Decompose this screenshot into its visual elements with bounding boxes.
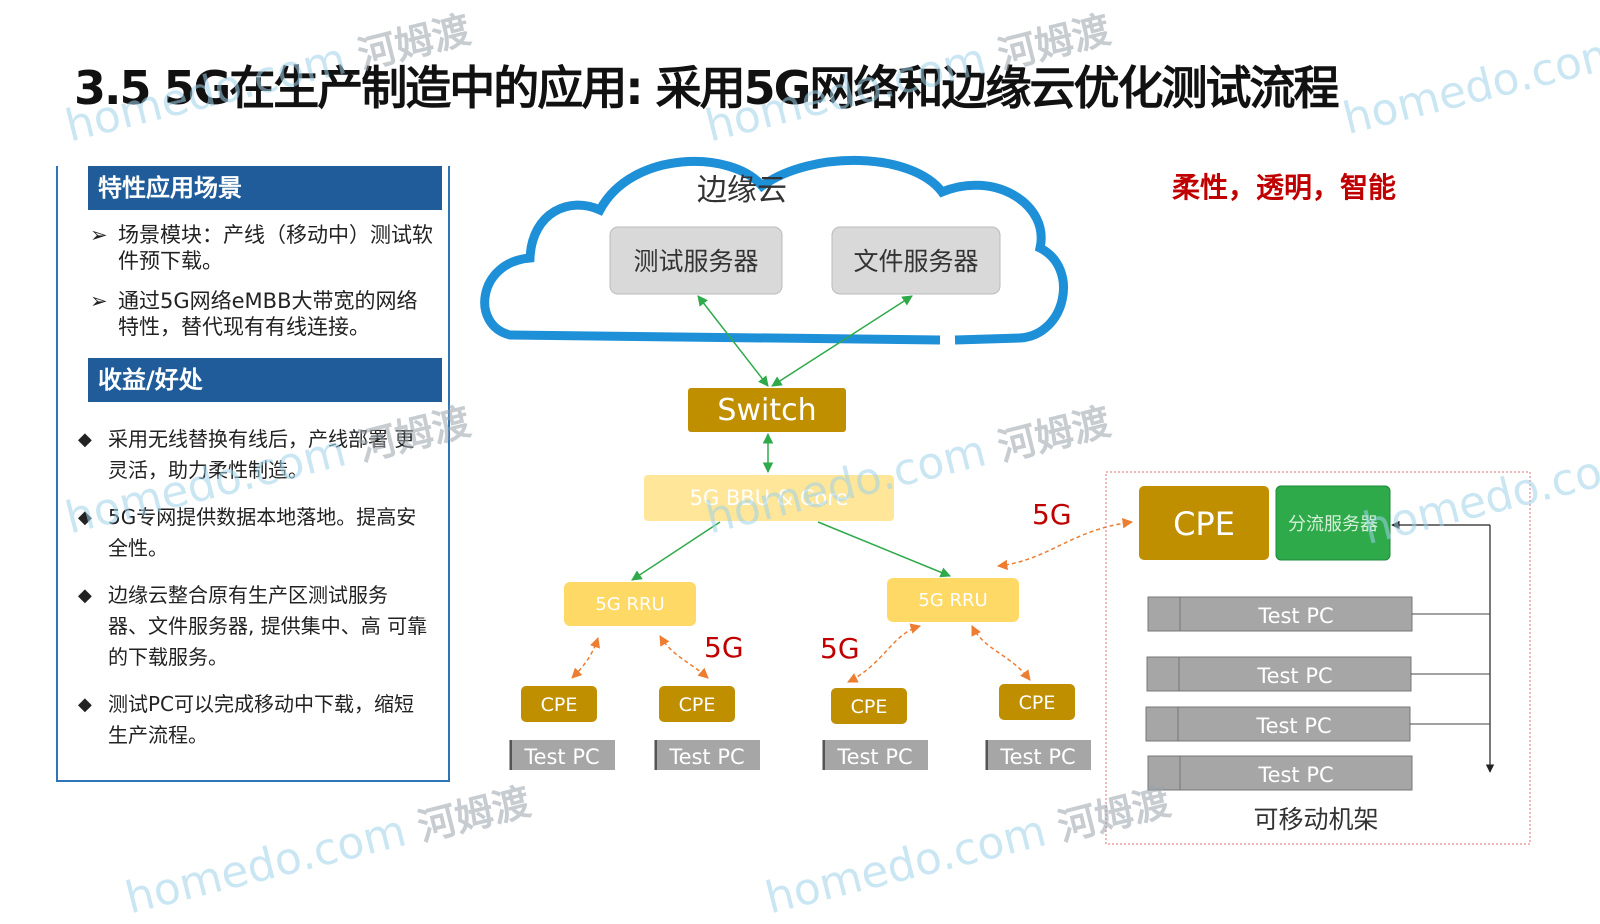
wireless-link-cpe4 <box>971 625 1031 681</box>
rack-test-pc-label-3: Test PC <box>1255 714 1331 738</box>
list-item: ➢ 通过5G网络eMBB大带宽的网络特性，替代现有有线连接。 <box>90 289 418 339</box>
rack-cpe-box <box>1139 486 1269 560</box>
link-testserver-switch <box>697 295 769 387</box>
rack-cpe-label: CPE <box>1173 505 1235 543</box>
movable-rack-frame <box>1105 471 1531 845</box>
test-server-box <box>609 226 783 295</box>
diamond-bullet-icon: ◆ <box>78 585 92 606</box>
cloud-label: 边缘云 <box>697 173 787 208</box>
test-pc-box-3 <box>822 740 928 770</box>
test-server-label: 测试服务器 <box>633 247 758 276</box>
link-bbu-rru-left <box>631 521 721 581</box>
cpe-label-4: CPE <box>1019 692 1056 714</box>
slogan: 柔性，透明，智能 <box>1172 171 1397 204</box>
scenario-list: ➢ 场景模块：产线（移动中）测试软件预下载。 ➢ 通过5G网络eMBB大带宽的网… <box>88 222 438 354</box>
network-diagram: 边缘云 测试服务器 文件服务器 Switch 5G BBU & Core 5G … <box>480 155 1531 845</box>
wireless-link-cpe2 <box>659 635 709 679</box>
rru-left-label: 5G RRU <box>595 594 664 615</box>
switch-label: Switch <box>717 393 816 428</box>
rru-right-label: 5G RRU <box>918 590 987 611</box>
switch-box <box>688 388 846 432</box>
file-server-label: 文件服务器 <box>853 247 978 276</box>
label-5g-left: 5G <box>704 631 744 664</box>
rack-test-pc-1 <box>1147 596 1413 632</box>
list-item: ◆ 5G专网提供数据本地落地。提高安全性。 <box>78 502 428 564</box>
edge-cloud-outline <box>480 155 1068 343</box>
rack-test-pc-3 <box>1145 706 1411 742</box>
test-pc-box-4 <box>985 740 1091 770</box>
rack-test-pc-4 <box>1147 755 1413 791</box>
page-title: 3.5 5G在生产制造中的应用: 采用5G网络和边缘云优化测试流程 <box>74 61 1339 115</box>
wireless-link-cpe1 <box>571 637 600 679</box>
arrow-bullet-icon: ➢ <box>90 289 108 313</box>
list-item: ◆ 采用无线替换有线后，产线部署 更灵活，助力柔性制造。 <box>78 424 428 486</box>
cpe-label-1: CPE <box>541 694 578 716</box>
bbu-box <box>644 475 894 521</box>
rru-right-box <box>887 578 1019 622</box>
diamond-bullet-icon: ◆ <box>78 429 92 450</box>
benefits-list: ◆ 采用无线替换有线后，产线部署 更灵活，助力柔性制造。 ◆ 5G专网提供数据本… <box>78 424 428 767</box>
splitter-server-label: 分流服务器 <box>1288 514 1378 535</box>
label-5g-rack: 5G <box>1032 498 1072 531</box>
file-server-box <box>831 226 1001 295</box>
rru-left-box <box>564 582 696 626</box>
section-title-benefits: 收益/好处 <box>88 358 442 402</box>
cpe-box-3 <box>831 688 907 724</box>
list-item: ◆ 边缘云整合原有生产区测试服务 器、文件服务器, 提供集中、高 可靠的下载服务… <box>78 580 428 673</box>
diamond-bullet-icon: ◆ <box>78 694 92 715</box>
link-fileserver-switch <box>771 295 913 387</box>
section-title-scenario: 特性应用场景 <box>88 166 442 210</box>
wireless-link-rack <box>996 518 1134 571</box>
cpe-label-3: CPE <box>851 696 888 718</box>
list-item: ➢ 场景模块：产线（移动中）测试软件预下载。 <box>90 223 433 273</box>
test-pc-label-3: Test PC <box>836 745 912 769</box>
rack-test-pc-label-4: Test PC <box>1257 763 1333 787</box>
cpe-box-1 <box>521 686 597 722</box>
test-pc-label-2: Test PC <box>668 745 744 769</box>
rack-test-pc-label-1: Test PC <box>1257 604 1333 628</box>
left-panel: 特性应用场景 ➢ 场景模块：产线（移动中）测试软件预下载。 ➢ 通过5G网络eM… <box>56 166 450 782</box>
test-pc-box-1 <box>509 740 615 770</box>
cpe-label-2: CPE <box>679 694 716 716</box>
wireless-link-cpe3 <box>847 623 922 683</box>
rack-test-pc-label-2: Test PC <box>1256 664 1332 688</box>
label-5g-right: 5G <box>820 632 860 665</box>
test-pc-label-1: Test PC <box>523 745 599 769</box>
bbu-label: 5G BBU & Core <box>690 486 849 510</box>
cpe-box-4 <box>999 684 1075 720</box>
list-item: ◆ 测试PC可以完成移动中下载，缩短生产流程。 <box>78 689 428 751</box>
link-bbu-rru-right <box>817 521 951 578</box>
test-pc-box-2 <box>654 740 760 770</box>
cpe-box-2 <box>659 686 735 722</box>
splitter-server-box <box>1275 485 1391 561</box>
test-pc-label-4: Test PC <box>999 745 1075 769</box>
rack-label: 可移动机架 <box>1253 805 1378 834</box>
diamond-bullet-icon: ◆ <box>78 507 92 528</box>
arrow-bullet-icon: ➢ <box>90 223 108 247</box>
edge-cloud-base <box>509 330 1021 345</box>
